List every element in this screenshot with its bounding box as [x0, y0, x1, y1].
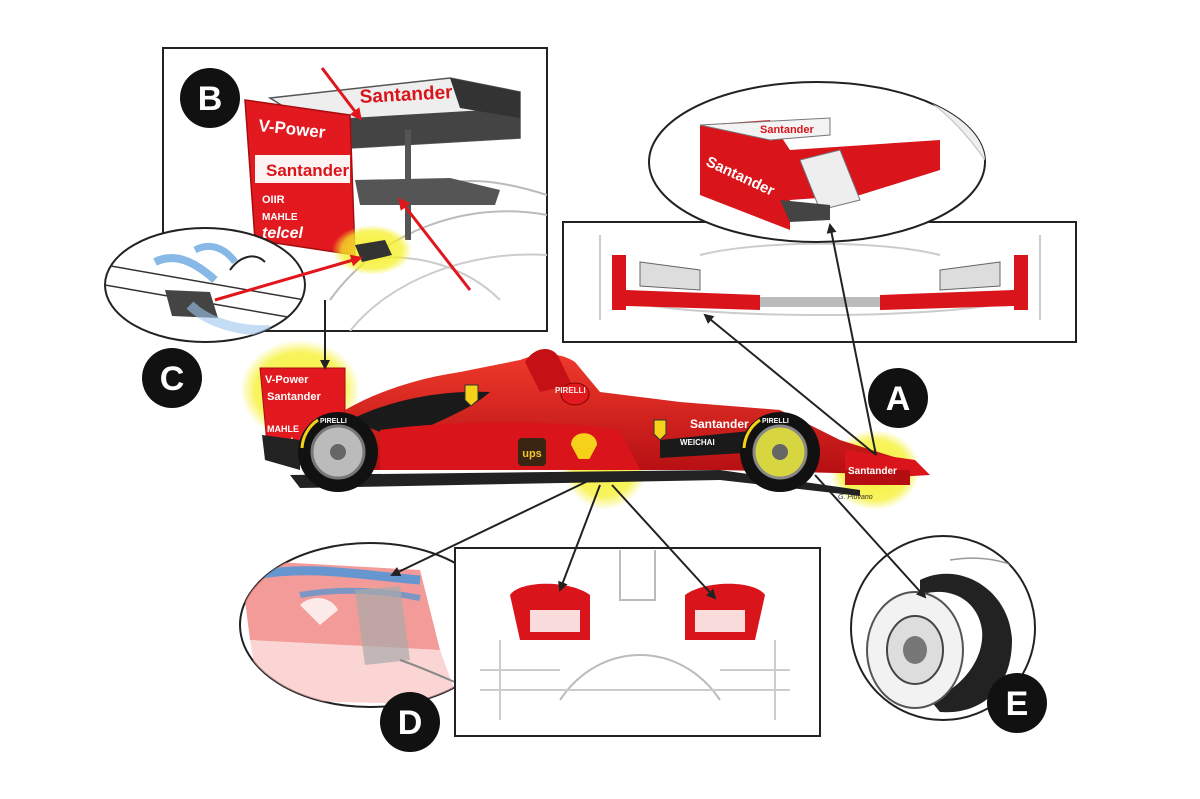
ferrari-car-side-view: V-Power Santander MAHLE telcel Santander…	[240, 340, 930, 510]
front-tyre-pirelli: PIRELLI	[762, 418, 789, 425]
oiir-logo: OIIR	[262, 194, 285, 206]
callout-badge-b	[180, 68, 240, 128]
car-santander-front-logo: Santander	[848, 466, 897, 477]
panel-e-brake-duct: E	[850, 535, 1047, 733]
callout-badge-d	[380, 692, 440, 752]
ferrari-shield-nose	[653, 419, 667, 441]
car-pirelli-body-logo: PIRELLI	[555, 386, 586, 395]
panel-b-rear-wing: V-Power Santander OIIR MAHLE telcel Sant…	[162, 47, 548, 332]
ups-badge	[518, 438, 546, 466]
car-vpower-logo: V-Power	[265, 374, 309, 386]
car-mahle-logo: MAHLE	[267, 424, 299, 434]
rear-wheel: PIRELLI	[298, 412, 378, 492]
callout-badge-a	[868, 368, 928, 428]
car-ups-logo: ups	[522, 448, 542, 460]
leader-arrows	[320, 223, 927, 600]
callout-label-a: A	[886, 380, 911, 418]
shell-logo	[568, 431, 600, 461]
artist-credit: G. Piovano	[838, 494, 873, 501]
santander-logo: Santander	[266, 161, 350, 180]
callout-label-c: C	[160, 360, 185, 398]
callout-label-b: B	[198, 80, 223, 118]
ferrari-shield-engine-cover	[464, 384, 479, 407]
callout-label-e: E	[1006, 685, 1029, 723]
callout-badge-e	[987, 673, 1047, 733]
panel-front-view	[454, 547, 821, 737]
telcel-logo: telcel	[262, 225, 303, 242]
mahle-logo: MAHLE	[262, 212, 298, 223]
callout-badge-c	[142, 348, 202, 408]
santander-flap-logo: Santander	[760, 124, 815, 136]
callout-label-d: D	[398, 704, 423, 742]
front-wheel: PIRELLI	[740, 412, 820, 492]
panel-d-sidepod-airflow: D	[239, 542, 501, 752]
car-santander-rear-logo: Santander	[267, 391, 322, 403]
panel-a-endplate-zoom: Santander Santander	[648, 81, 986, 243]
car-santander-nose-logo: Santander	[690, 417, 749, 431]
panel-c-vent-detail: C	[104, 227, 363, 408]
car-weichai-logo: WEICHAI	[680, 438, 715, 447]
santander-upper-logo: Santander	[359, 82, 453, 108]
rear-tyre-pirelli: PIRELLI	[320, 418, 347, 425]
